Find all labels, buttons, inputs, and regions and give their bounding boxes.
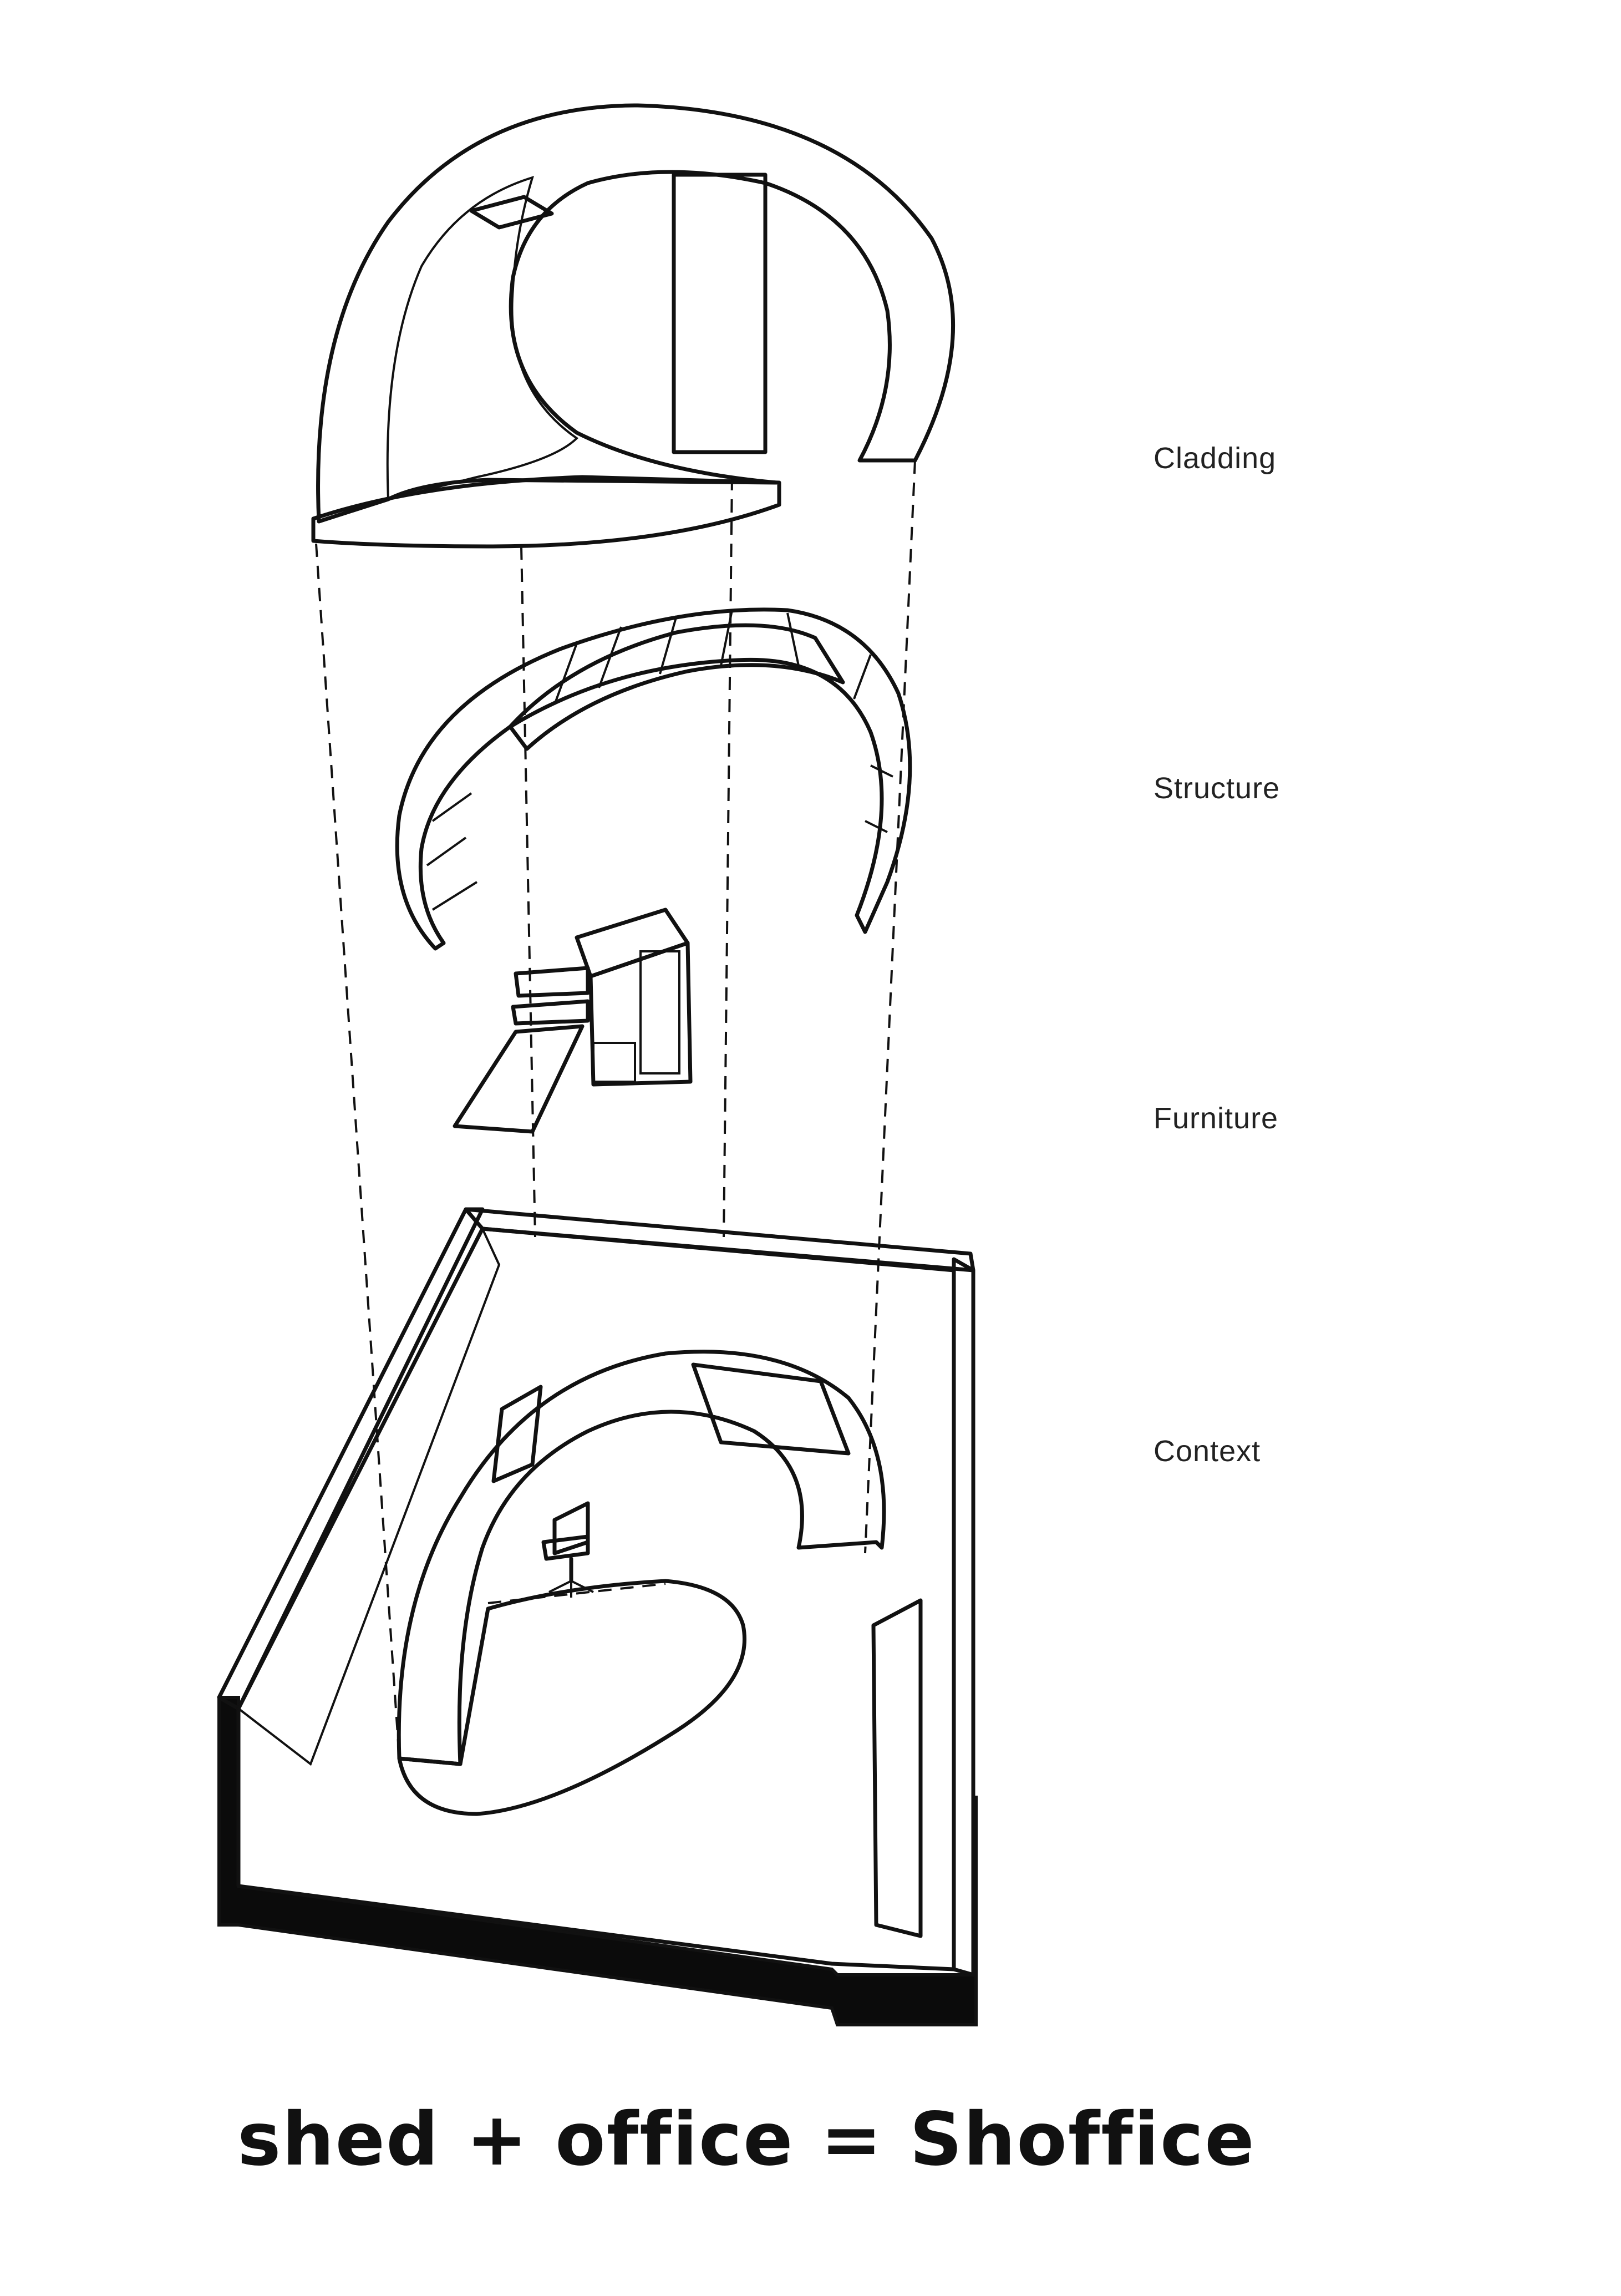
context-right-wall <box>952 1257 975 1977</box>
context-shed-window-left <box>491 1385 543 1483</box>
furniture-cabinet-top <box>575 908 690 979</box>
furniture-cabinet-door <box>639 950 680 1074</box>
context-back-wall <box>464 1207 975 1273</box>
furniture-drawer <box>592 1042 636 1083</box>
diagram-caption: shed + office = Shoffice <box>237 2097 1256 2182</box>
cladding-base-slab <box>311 475 781 549</box>
context-layer <box>217 1207 978 2026</box>
context-left-wall <box>217 1207 485 1711</box>
label-cladding: Cladding <box>1153 442 1277 475</box>
cladding-shell-interior <box>386 175 579 501</box>
label-structure: Structure <box>1153 772 1280 805</box>
structure-outer-rib <box>395 607 912 951</box>
context-base-plinth <box>217 1696 978 2026</box>
context-floor <box>236 1226 956 1971</box>
furniture-shelf-lower <box>511 999 590 1026</box>
furniture-shelf-upper <box>514 966 590 998</box>
context-shed-floor <box>397 1579 746 1816</box>
cladding-shell-outer <box>316 103 956 524</box>
label-furniture: Furniture <box>1153 1102 1279 1135</box>
structure-joists <box>426 610 893 911</box>
label-context: Context <box>1153 1435 1261 1468</box>
context-door <box>871 1598 923 1938</box>
furniture-desk-top <box>453 1024 585 1134</box>
cladding-layer <box>311 103 956 549</box>
context-shed-window-right <box>691 1362 851 1456</box>
context-inner-left-face <box>237 1226 501 1766</box>
cladding-skylight <box>469 195 554 230</box>
projection-lines <box>315 460 916 1759</box>
structure-layer <box>395 607 912 951</box>
context-office-chair <box>541 1501 594 1598</box>
cladding-window <box>672 173 768 454</box>
furniture-layer <box>453 908 693 1134</box>
context-shed-shell <box>397 1350 886 1766</box>
